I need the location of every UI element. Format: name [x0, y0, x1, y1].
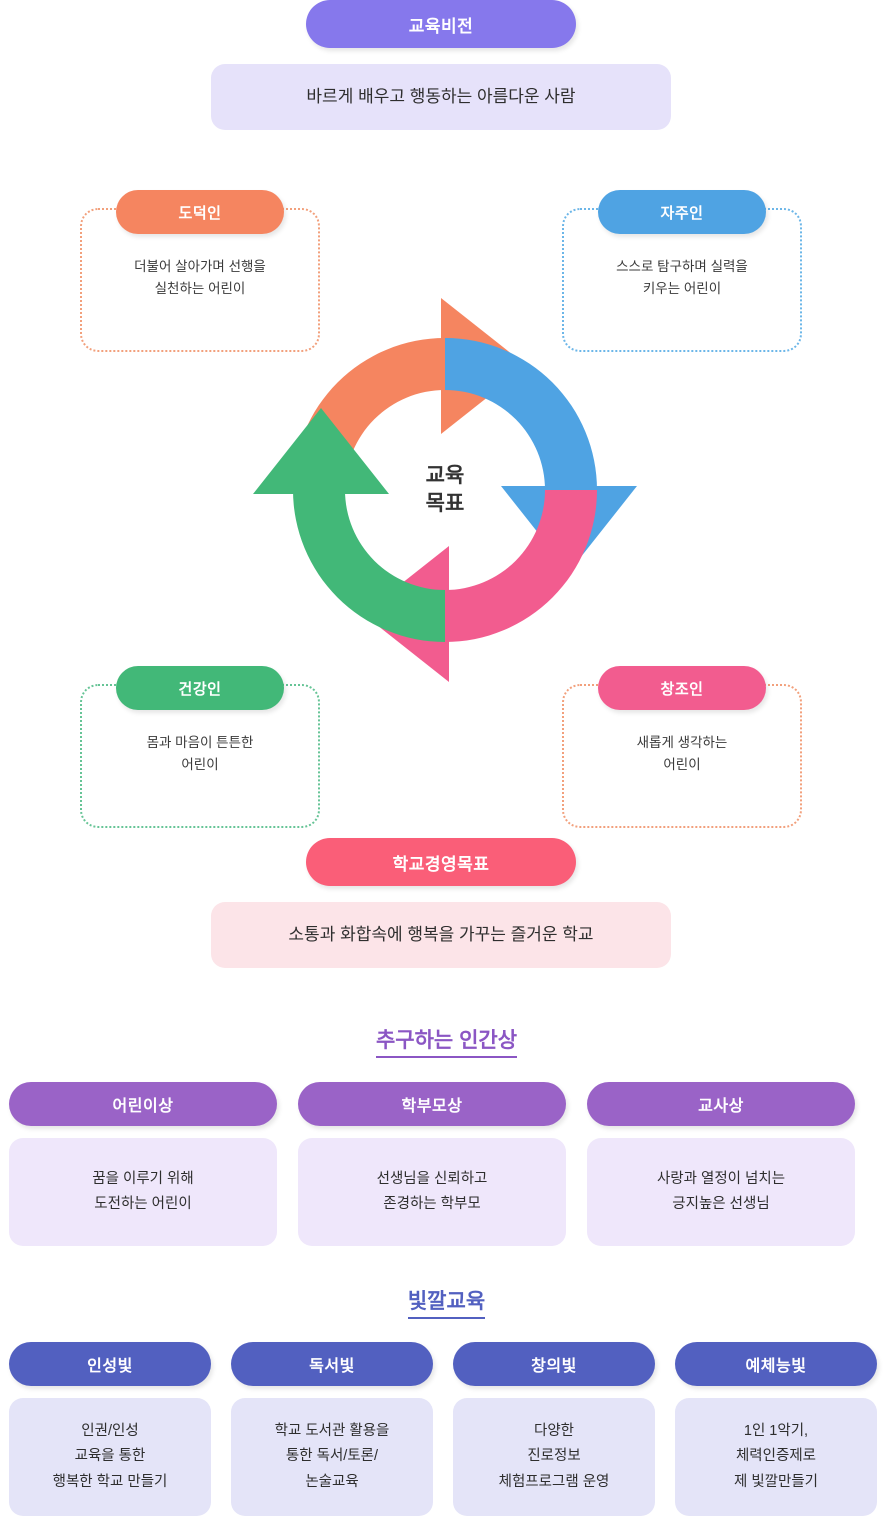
- human-image-head-parent-label: 학부모상: [401, 1098, 463, 1115]
- color-education-body-reading: 학교 도서관 활용을 통한 독서/토론/ 논술교육: [231, 1398, 433, 1516]
- quadrant-body-self-line2: 키우는 어린이: [642, 281, 722, 297]
- human-image-head-child: 어린이상: [9, 1082, 277, 1126]
- quadrant-body-moral-line2: 실천하는 어린이: [154, 281, 246, 297]
- color-education-head-reading: 독서빛: [231, 1342, 433, 1386]
- human-image-head-teacher-label: 교사상: [698, 1098, 744, 1115]
- cycle-arrow-healthy-icon: [253, 408, 445, 642]
- human-image-column-group: 어린이상 꿈을 이루기 위해 도전하는 어린이 학부모상 선생님을 신뢰하고 존…: [9, 1082, 884, 1246]
- section-title-human-image-text: 추구하는 인간상: [375, 1029, 518, 1058]
- quadrant-body-create-line1: 새롭게 생각하는: [636, 735, 728, 750]
- education-vision-label: 교육비전: [408, 16, 474, 36]
- school-management-goal-statement: 소통과 화합속에 행복을 가꾸는 즐거운 학교: [288, 925, 594, 945]
- section-title-color-education-text: 빛깔교육: [407, 1290, 486, 1319]
- school-management-goal-pill: 학교경영목표: [306, 838, 576, 886]
- color-education-head-reading-label: 독서빛: [309, 1358, 355, 1375]
- quadrant-body-healthy-line2: 어린이: [181, 757, 219, 773]
- color-education-head-character: 인성빛: [9, 1342, 211, 1386]
- color-education-body-character: 인권/인성 교육을 통한 행복한 학교 만들기: [9, 1398, 211, 1516]
- human-image-head-child-label: 어린이상: [112, 1098, 174, 1115]
- color-education-head-arts: 예체능빛: [675, 1342, 877, 1386]
- color-education-head-arts-label: 예체능빛: [745, 1358, 807, 1375]
- quadrant-card-moral: 도덕인 더불어 살아가며 선행을 실천하는 어린이: [80, 190, 320, 352]
- color-education-head-character-label: 인성빛: [87, 1358, 133, 1375]
- human-image-body-parent: 선생님을 신뢰하고 존경하는 학부모: [298, 1138, 566, 1246]
- quadrant-label-self: 자주인: [660, 204, 704, 222]
- education-vision-pill: 교육비전: [306, 0, 576, 48]
- color-education-body-creativity: 다양한 진로정보 체험프로그램 운영: [453, 1398, 655, 1516]
- quadrant-pill-self: 자주인: [598, 190, 766, 234]
- color-education-column-arts: 예체능빛 1인 1악기, 체력인증제로 제 빛깔만들기: [675, 1342, 877, 1516]
- section-title-human-image: 추구하는 인간상: [0, 1024, 893, 1058]
- quadrant-body-moral: 더불어 살아가며 선행을 실천하는 어린이: [82, 256, 318, 301]
- quadrant-label-create: 창조인: [660, 680, 704, 698]
- quadrant-body-healthy: 몸과 마음이 튼튼한 어린이: [82, 732, 318, 777]
- human-image-body-teacher: 사랑과 열정이 넘치는 긍지높은 선생님: [587, 1138, 855, 1246]
- cycle-arrows-svg: [253, 298, 637, 682]
- quadrant-body-create-line2: 어린이: [663, 757, 701, 773]
- human-image-column-teacher: 교사상 사랑과 열정이 넘치는 긍지높은 선생님: [587, 1082, 855, 1246]
- color-education-head-creativity: 창의빛: [453, 1342, 655, 1386]
- human-image-column-child: 어린이상 꿈을 이루기 위해 도전하는 어린이: [9, 1082, 277, 1246]
- school-management-goal-label: 학교경영목표: [392, 854, 490, 874]
- quadrant-body-moral-line1: 더불어 살아가며 선행을: [134, 259, 266, 274]
- education-vision-statement-panel: 바르게 배우고 행동하는 아름다운 사람: [211, 64, 671, 130]
- color-education-head-creativity-label: 창의빛: [531, 1358, 577, 1375]
- human-image-head-teacher: 교사상: [587, 1082, 855, 1126]
- education-vision-statement: 바르게 배우고 행동하는 아름다운 사람: [306, 87, 576, 107]
- color-education-body-arts: 1인 1악기, 체력인증제로 제 빛깔만들기: [675, 1398, 877, 1516]
- education-goal-cycle-diagram: 교육 목표: [245, 290, 645, 690]
- quadrant-label-moral: 도덕인: [178, 204, 222, 222]
- section-title-color-education: 빛깔교육: [0, 1285, 893, 1319]
- color-education-column-creativity: 창의빛 다양한 진로정보 체험프로그램 운영: [453, 1342, 655, 1516]
- school-management-goal-panel: 소통과 화합속에 행복을 가꾸는 즐거운 학교: [211, 902, 671, 968]
- human-image-column-parent: 학부모상 선생님을 신뢰하고 존경하는 학부모: [298, 1082, 566, 1246]
- quadrant-pill-healthy: 건강인: [116, 666, 284, 710]
- quadrant-pill-create: 창조인: [598, 666, 766, 710]
- quadrant-card-create: 창조인 새롭게 생각하는 어린이: [562, 666, 802, 828]
- human-image-head-parent: 학부모상: [298, 1082, 566, 1126]
- human-image-body-child: 꿈을 이루기 위해 도전하는 어린이: [9, 1138, 277, 1246]
- quadrant-card-self: 자주인 스스로 탐구하며 실력을 키우는 어린이: [562, 190, 802, 352]
- color-education-column-character: 인성빛 인권/인성 교육을 통한 행복한 학교 만들기: [9, 1342, 211, 1516]
- quadrant-pill-moral: 도덕인: [116, 190, 284, 234]
- quadrant-card-healthy: 건강인 몸과 마음이 튼튼한 어린이: [80, 666, 320, 828]
- color-education-column-group: 인성빛 인권/인성 교육을 통한 행복한 학교 만들기 독서빛 학교 도서관 활…: [9, 1342, 884, 1516]
- quadrant-label-healthy: 건강인: [178, 680, 222, 698]
- quadrant-body-self: 스스로 탐구하며 실력을 키우는 어린이: [564, 256, 800, 301]
- color-education-column-reading: 독서빛 학교 도서관 활용을 통한 독서/토론/ 논술교육: [231, 1342, 433, 1516]
- quadrant-body-create: 새롭게 생각하는 어린이: [564, 732, 800, 777]
- quadrant-body-healthy-line1: 몸과 마음이 튼튼한: [146, 735, 254, 750]
- quadrant-body-self-line1: 스스로 탐구하며 실력을: [616, 259, 748, 274]
